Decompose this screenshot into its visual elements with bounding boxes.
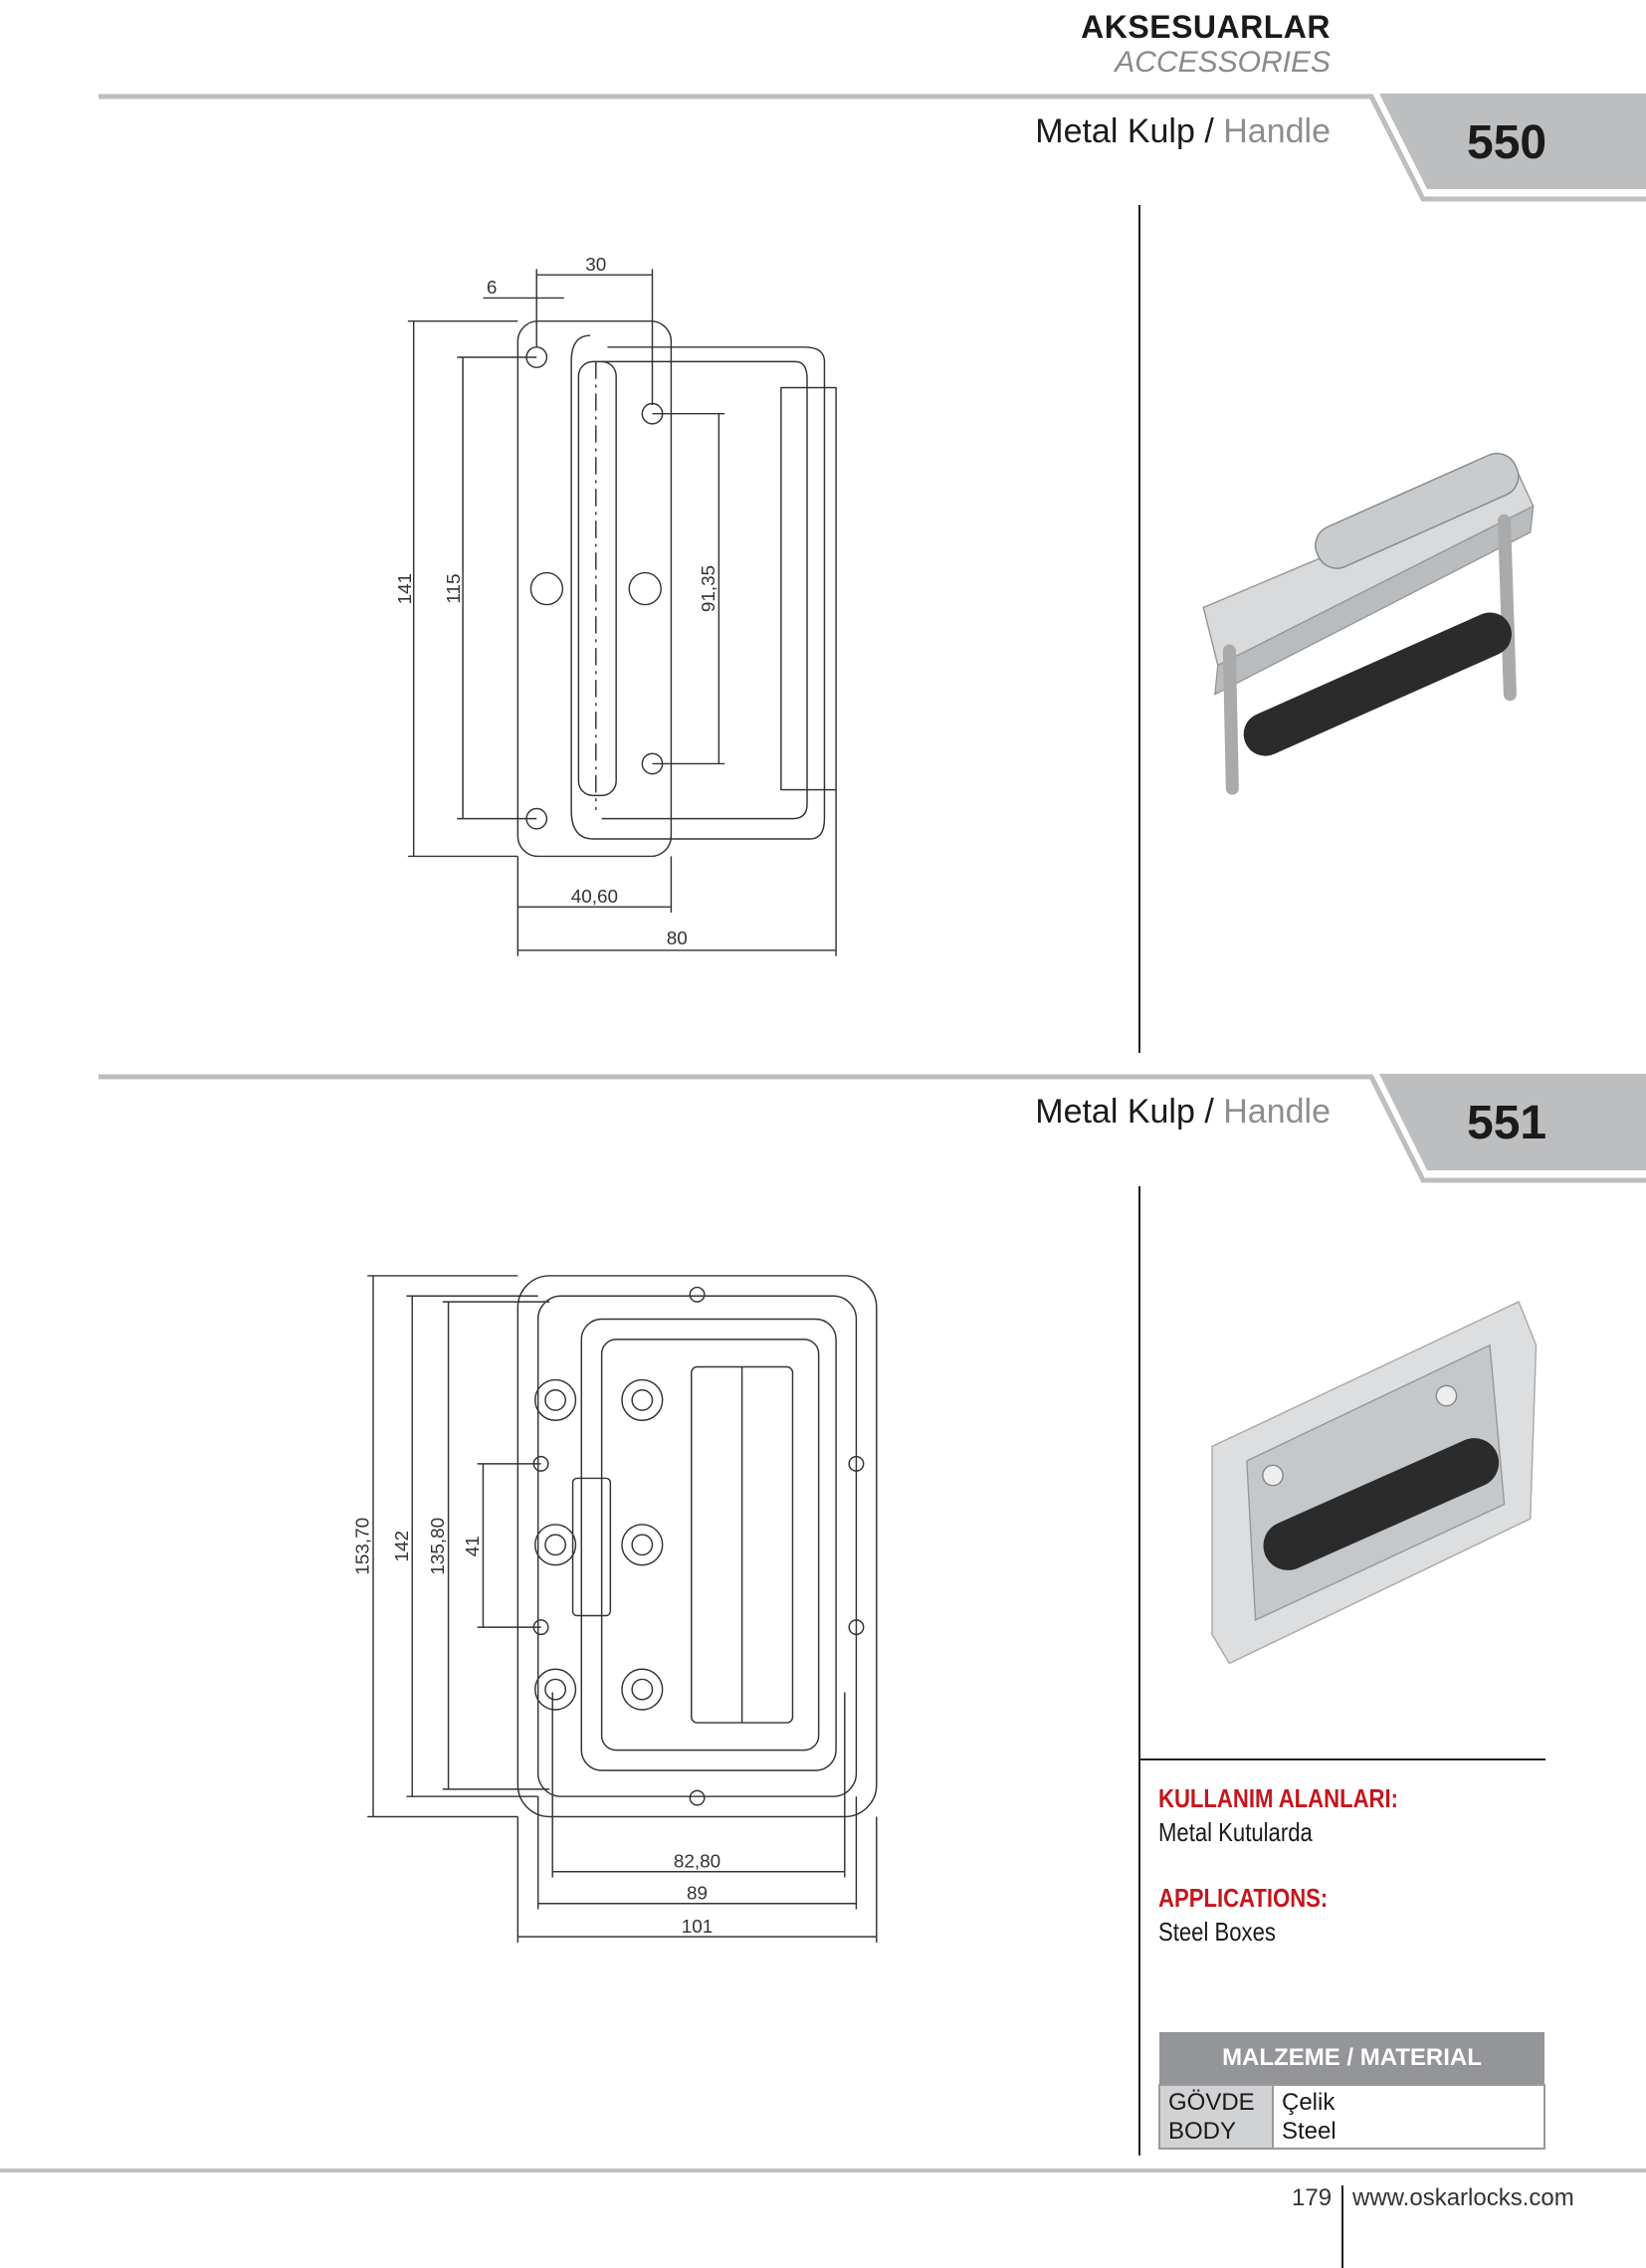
dim-label: 80 [667, 928, 688, 949]
section-divider [99, 1074, 1646, 1183]
page-number: 179 [1292, 2184, 1333, 2211]
dim-label: 41 [463, 1536, 484, 1556]
applications-tr-label: KULLANIM ALANLARI: [1158, 1783, 1399, 1813]
dim-label: 82,80 [674, 1851, 720, 1872]
product-code: 551 [1467, 1097, 1547, 1149]
product-photo-551 [1211, 1301, 1538, 1665]
code-badge-bg [1379, 1074, 1646, 1170]
category-title-en: ACCESSORIES [1115, 46, 1331, 79]
drawing-550 [407, 269, 837, 956]
drawing-551 [367, 1275, 878, 1943]
dim-label: 101 [682, 1917, 714, 1938]
dim-label: 30 [585, 255, 606, 276]
section-divider [99, 94, 1646, 202]
page-header: AKSESUARLAR ACCESSORIES [1081, 8, 1331, 80]
category-title-tr: AKSESUARLAR [1081, 9, 1331, 45]
product-title: Metal Kulp / Handle [1035, 1093, 1331, 1131]
dim-label: 142 [392, 1531, 413, 1561]
dim-label: 135,80 [428, 1518, 449, 1575]
product-code: 550 [1467, 116, 1547, 169]
applications-en-label: APPLICATIONS: [1158, 1883, 1329, 1913]
dim-label: 40,60 [571, 887, 618, 908]
applications-tr-value: Metal Kutularda [1158, 1817, 1313, 1847]
dim-label: 89 [687, 1883, 708, 1904]
dim-label: 115 [444, 574, 465, 604]
dim-label: 153,70 [353, 1518, 374, 1575]
dim-label: 141 [395, 573, 416, 605]
applications-en-value: Steel Boxes [1158, 1917, 1276, 1947]
product-photo-550 [1202, 452, 1535, 795]
material-table-header: MALZEME / MATERIAL [1159, 2032, 1544, 2085]
dim-label: 91,35 [699, 565, 720, 612]
code-badge-bg [1379, 94, 1646, 189]
dim-label: 6 [487, 278, 498, 299]
product-title: Metal Kulp / Handle [1035, 112, 1331, 150]
website-link[interactable]: www.oskarlocks.com [1352, 2184, 1574, 2211]
